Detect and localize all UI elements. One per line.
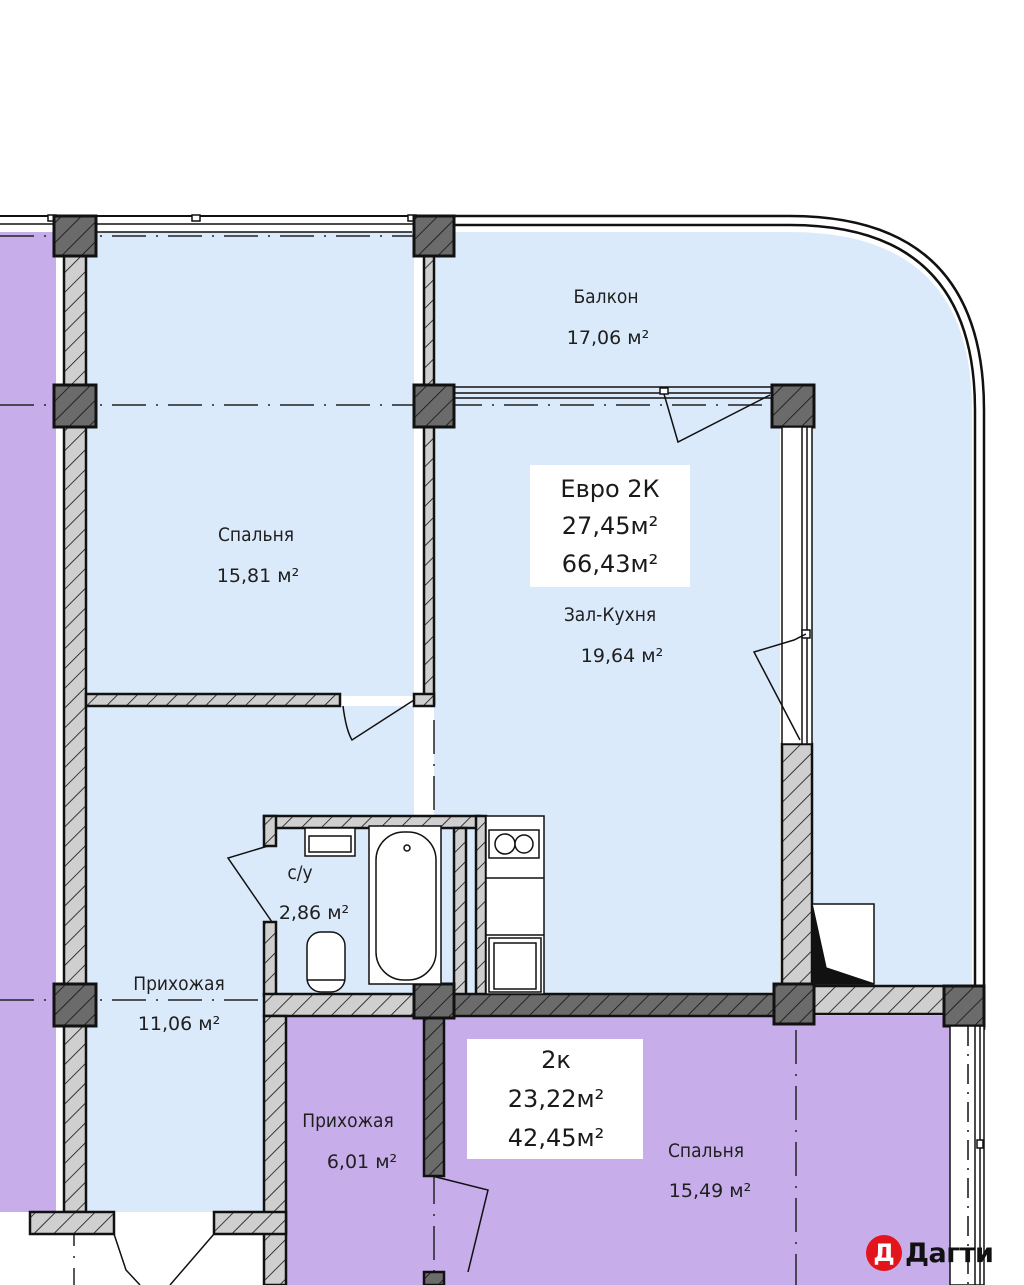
- room-area-bedroom-euro: 15,81 м²: [217, 565, 299, 587]
- columns: [52, 214, 986, 1028]
- room-label-bedroom-euro: Спальня: [218, 524, 294, 546]
- room-label-living-kitchen: Зал-Кухня: [564, 604, 656, 626]
- bedroom-2k-window: [949, 1025, 985, 1285]
- room-area-bathroom: 2,86 м²: [279, 902, 349, 924]
- tag-2k-living-area: 23,22м²: [508, 1085, 604, 1113]
- tag-box-euro2k: [530, 465, 690, 587]
- toilet: [306, 931, 346, 993]
- room-label-bathroom: с/у: [287, 862, 312, 884]
- tag-2k-type: 2к: [541, 1046, 571, 1074]
- bathroom-fixtures: [304, 825, 442, 993]
- room-label-hallway-euro: Прихожая: [133, 973, 225, 995]
- room-area-living-kitchen: 19,64 м²: [581, 645, 663, 667]
- tag-2k-total-area: 42,45м²: [508, 1124, 604, 1152]
- tag-euro2k-total-area: 66,43м²: [562, 550, 658, 578]
- room-area-hallway-2k: 6,01 м²: [327, 1151, 397, 1173]
- balcony-area: [434, 232, 972, 986]
- room-label-balcony: Балкон: [573, 286, 638, 308]
- tag-2k: 2к 23,22м² 42,45м²: [508, 1046, 604, 1152]
- room-label-bedroom-2k: Спальня: [668, 1140, 744, 1162]
- doors: [113, 699, 489, 1285]
- tag-euro2k: Евро 2К 27,45м² 66,43м²: [560, 475, 659, 578]
- balcony-rail: [452, 214, 986, 1030]
- tag-box-2k: [467, 1039, 643, 1159]
- logo-d-icon: Д: [866, 1235, 902, 1271]
- room-area-hallway-euro: 11,06 м²: [138, 1013, 220, 1035]
- kitchen-niche: [811, 903, 875, 985]
- neighbor-apartment-left: [0, 232, 56, 1212]
- room-area-bedroom-2k: 15,49 м²: [669, 1180, 751, 1202]
- kitchen-window: [752, 426, 813, 745]
- kitchen-appliances: [485, 815, 545, 995]
- room-area-balcony: 17,06 м²: [567, 327, 649, 349]
- dagti-logo: Д Дагти: [866, 1233, 994, 1273]
- room-label-hallway-2k: Прихожая: [302, 1110, 394, 1132]
- logo-text: Дагти: [905, 1237, 994, 1269]
- tag-euro2k-living-area: 27,45м²: [562, 512, 658, 540]
- tag-euro2k-type: Евро 2К: [560, 475, 659, 503]
- walls: [28, 254, 946, 1285]
- balcony-door-window: [454, 386, 772, 444]
